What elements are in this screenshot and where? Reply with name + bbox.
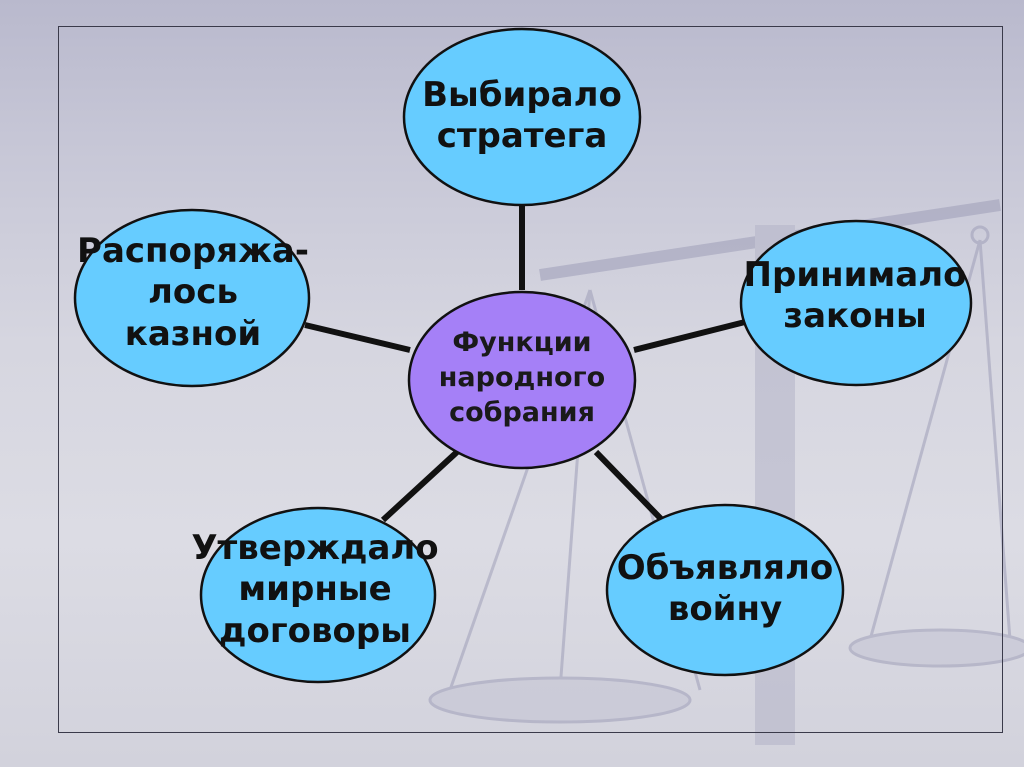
connector-war	[596, 452, 665, 523]
center-node-label: Функции народного собрания	[422, 325, 622, 430]
node-strategist-label: Выбирало стратега	[397, 75, 647, 158]
node-treasury-label: Распоряжа- лось казной	[58, 231, 328, 355]
node-war-label: Объявляло войну	[595, 548, 855, 631]
node-treaties-label: Утверждало мирные договоры	[175, 528, 455, 652]
connector-treaties	[383, 452, 457, 520]
node-laws-label: Принимало законы	[725, 255, 985, 338]
